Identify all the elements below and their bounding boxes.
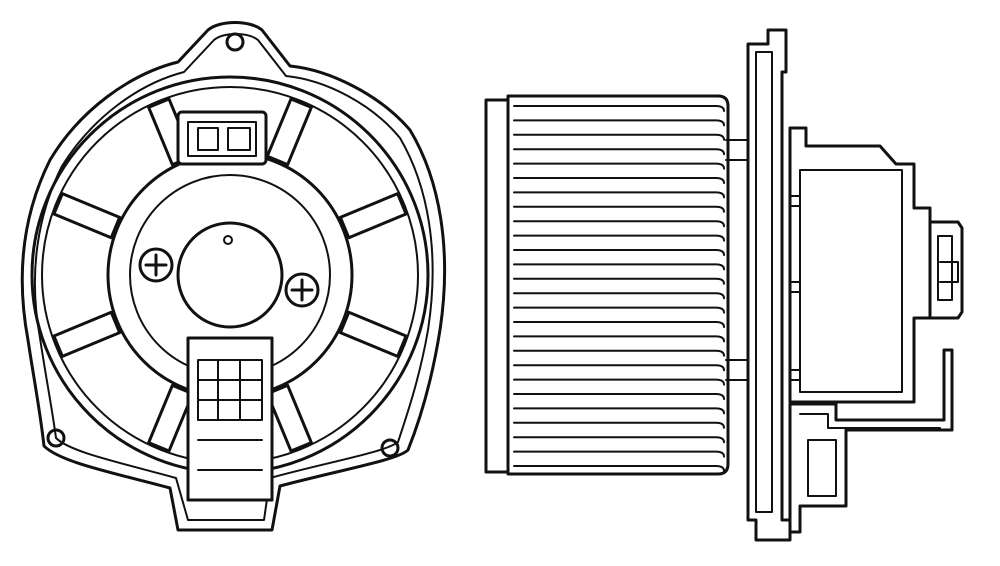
side-connector bbox=[928, 220, 964, 320]
fan-vane bbox=[513, 249, 725, 256]
mount-plate-inner bbox=[755, 51, 773, 513]
fan-blade bbox=[265, 97, 313, 167]
fan-drum-body bbox=[506, 94, 730, 476]
fan-vane bbox=[513, 105, 725, 112]
motor-shaft-dot bbox=[223, 235, 233, 245]
fan-blade bbox=[52, 192, 122, 240]
fan-vane bbox=[513, 234, 725, 242]
housing-flange-outline bbox=[20, 21, 447, 532]
fan-vane bbox=[513, 421, 725, 429]
fan-vane bbox=[513, 220, 725, 228]
mount-plate bbox=[746, 28, 792, 542]
screw-right bbox=[284, 272, 320, 308]
wire-bracket-inner bbox=[799, 413, 941, 497]
motor-body bbox=[788, 126, 932, 404]
screw-left bbox=[138, 247, 174, 283]
fan-vane bbox=[513, 148, 725, 156]
fan-vane bbox=[513, 364, 725, 372]
fan-vane bbox=[513, 205, 725, 213]
fan-blade bbox=[338, 310, 408, 358]
fan-vane bbox=[513, 407, 725, 415]
fan-blade bbox=[147, 383, 195, 453]
front-view bbox=[20, 21, 447, 532]
motor-cap bbox=[176, 221, 284, 329]
fan-vane bbox=[513, 119, 725, 127]
fan-vane bbox=[513, 191, 725, 199]
electrical-connector bbox=[176, 110, 268, 166]
fan-vane bbox=[513, 133, 725, 141]
fan-vane bbox=[513, 378, 725, 386]
wire-bracket bbox=[788, 348, 954, 534]
side-view bbox=[484, 28, 964, 542]
plate-clip-3 bbox=[789, 369, 801, 381]
fan-vanes bbox=[513, 105, 725, 472]
fan-vane bbox=[513, 393, 725, 400]
terminal-block bbox=[186, 336, 274, 502]
fan-vane bbox=[513, 436, 725, 444]
fan-vane bbox=[513, 465, 725, 472]
plate-clip-2 bbox=[789, 281, 801, 293]
fan-drum-outline bbox=[484, 98, 510, 474]
plate-tab-1 bbox=[725, 139, 749, 161]
fan-vane bbox=[513, 162, 725, 170]
mount-hole-right bbox=[380, 438, 400, 458]
fan-vane bbox=[513, 263, 725, 271]
plate-clip-1 bbox=[789, 195, 801, 207]
fan-vane bbox=[513, 292, 725, 300]
fan-vane bbox=[513, 450, 725, 458]
plate-tab-2 bbox=[725, 359, 749, 381]
fan-vane bbox=[513, 277, 725, 285]
fan-blade bbox=[265, 383, 313, 453]
motor-body-inner bbox=[799, 169, 903, 393]
fan-vane bbox=[513, 321, 725, 328]
mount-hole-top bbox=[225, 32, 245, 52]
fan-vane bbox=[513, 177, 725, 184]
fan-blade bbox=[338, 192, 408, 240]
fan-vane bbox=[513, 335, 725, 343]
fan-vane bbox=[513, 349, 725, 357]
mount-hole-left bbox=[46, 428, 66, 448]
fan-vane bbox=[513, 306, 725, 314]
fan-blade bbox=[52, 310, 122, 358]
